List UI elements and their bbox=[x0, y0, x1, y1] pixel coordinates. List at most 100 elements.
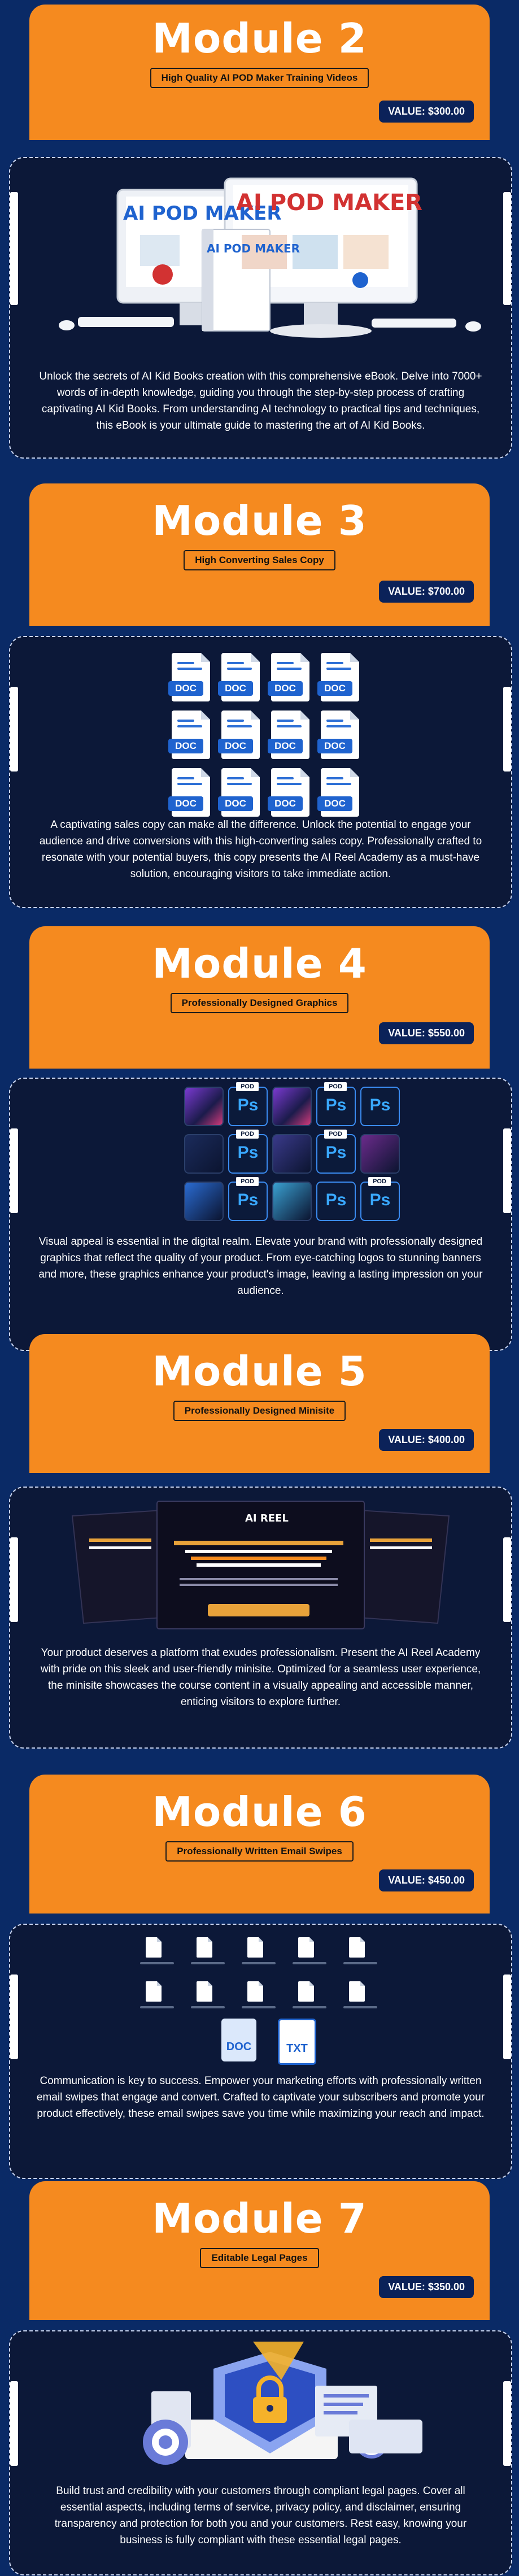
file-name-label bbox=[242, 2006, 276, 2008]
module-title: Module 6 bbox=[152, 1788, 367, 1836]
module-3-header: Module 3 High Converting Sales Copy VALU… bbox=[29, 483, 490, 626]
value-badge: VALUE: $700.00 bbox=[379, 581, 474, 603]
doc-file-icon: DOC bbox=[268, 653, 309, 701]
file-name-label bbox=[293, 1962, 326, 1964]
module-subtitle: High Quality AI POD Maker Training Video… bbox=[150, 68, 369, 88]
module-4-header: Module 4 Professionally Designed Graphic… bbox=[29, 926, 490, 1069]
module-description: A captivating sales copy can make all th… bbox=[39, 819, 482, 880]
graphic-preview-tile bbox=[184, 1182, 224, 1221]
email-file-icon bbox=[197, 1937, 212, 1958]
doc-file-icon: DOC bbox=[168, 653, 210, 701]
module-description: Communication is key to success. Empower… bbox=[36, 2075, 485, 2120]
mockup-box-text: AI POD MAKER bbox=[207, 242, 300, 255]
panel-side-bar bbox=[503, 1975, 511, 2059]
module-description: Your product deserves a platform that ex… bbox=[40, 1647, 481, 1708]
module-description: Unlock the secrets of AI Kid Books creat… bbox=[39, 371, 482, 431]
module-5-header: Module 5 Professionally Designed Minisit… bbox=[29, 1334, 490, 1473]
module-3-panel: DOC DOC DOC DOC DOC DOC DOC DOC DOC DOC … bbox=[9, 636, 512, 908]
photoshop-file-icon: Ps bbox=[228, 1134, 268, 1174]
email-file-icon bbox=[298, 1981, 314, 2002]
module-description: Visual appeal is essential in the digita… bbox=[38, 1236, 483, 1297]
email-file-icon bbox=[247, 1937, 263, 1958]
monitor-mockup-illustration bbox=[59, 177, 481, 338]
mockup-brand-text: AI POD MAKER bbox=[236, 190, 423, 216]
product-mockup-image: AI POD MAKER AI POD MAKER AI POD MAKER bbox=[10, 167, 511, 354]
graphic-preview-tile bbox=[272, 1134, 312, 1174]
email-file-icon bbox=[349, 1981, 365, 2002]
panel-side-bar bbox=[10, 687, 18, 772]
module-title: Module 2 bbox=[152, 15, 367, 62]
legal-pages-illustration bbox=[10, 2335, 511, 2476]
photoshop-file-icon: Ps bbox=[360, 1087, 400, 1126]
pod-tag: POD bbox=[236, 1177, 259, 1186]
module-2-panel: AI POD MAKER AI POD MAKER AI POD MAKER U… bbox=[9, 157, 512, 459]
module-6-header: Module 6 Professionally Written Email Sw… bbox=[29, 1775, 490, 1914]
photoshop-file-icon: Ps bbox=[360, 1182, 400, 1221]
module-4-panel: Ps Ps Ps POD POD Ps Ps POD POD Ps Ps Ps … bbox=[9, 1078, 512, 1351]
module-subtitle: Professionally Designed Minisite bbox=[173, 1401, 346, 1421]
panel-side-bar bbox=[503, 687, 511, 772]
module-7-panel: Build trust and credibility with your cu… bbox=[9, 2330, 512, 2575]
txt-file-icon: TXT bbox=[278, 2019, 316, 2065]
value-badge: VALUE: $300.00 bbox=[379, 101, 474, 123]
doc-file-icon: DOC bbox=[221, 2019, 256, 2061]
email-swipe-files: DOC TXT bbox=[10, 1925, 511, 2066]
file-name-label bbox=[242, 1962, 276, 1964]
doc-file-icon: DOC bbox=[218, 653, 260, 701]
module-description: Build trust and credibility with your cu… bbox=[54, 2485, 467, 2546]
photoshop-file-icon: Ps bbox=[316, 1182, 356, 1221]
doc-file-icon: DOC bbox=[317, 711, 359, 759]
pod-tag: POD bbox=[324, 1130, 347, 1139]
module-title: Module 7 bbox=[152, 2195, 367, 2242]
email-file-icon bbox=[197, 1981, 212, 2002]
panel-side-bar bbox=[10, 1537, 18, 1622]
email-file-icon bbox=[298, 1937, 314, 1958]
module-6-panel: DOC TXT Communication is key to success.… bbox=[9, 1924, 512, 2179]
module-5-panel: AI REEL Your product deserves a platform… bbox=[9, 1487, 512, 1749]
graphic-preview-tile bbox=[272, 1087, 312, 1126]
module-subtitle: Editable Legal Pages bbox=[200, 2248, 319, 2268]
file-name-label bbox=[140, 2006, 174, 2008]
email-file-icon bbox=[247, 1981, 263, 2002]
doc-file-icon: DOC bbox=[168, 711, 210, 759]
txt-file-label: TXT bbox=[286, 2042, 308, 2055]
pod-tag: POD bbox=[236, 1082, 259, 1091]
photoshop-file-icon: Ps bbox=[316, 1134, 356, 1174]
value-badge: VALUE: $450.00 bbox=[379, 1869, 474, 1891]
email-file-icon bbox=[146, 1981, 162, 2002]
panel-side-bar bbox=[10, 1128, 18, 1213]
pod-tag: POD bbox=[368, 1177, 391, 1186]
panel-side-bar bbox=[10, 192, 18, 305]
module-2-header: Module 2 High Quality AI POD Maker Train… bbox=[29, 5, 490, 140]
file-name-label bbox=[293, 2006, 326, 2008]
file-name-label bbox=[140, 1962, 174, 1964]
module-subtitle: Professionally Written Email Swipes bbox=[165, 1841, 354, 1862]
doc-file-icon: DOC bbox=[168, 768, 210, 817]
graphic-preview-tile bbox=[184, 1134, 224, 1174]
minisite-logo-text: AI REEL bbox=[245, 1513, 289, 1524]
doc-file-icon: DOC bbox=[218, 711, 260, 759]
panel-side-bar bbox=[10, 2381, 18, 2466]
module-title: Module 3 bbox=[152, 497, 367, 544]
file-name-label bbox=[191, 1962, 225, 1964]
pod-tag: POD bbox=[324, 1082, 347, 1091]
file-name-label bbox=[343, 2006, 377, 2008]
module-7-header: Module 7 Editable Legal Pages VALUE: $35… bbox=[29, 2181, 490, 2320]
graphic-preview-tile bbox=[184, 1087, 224, 1126]
module-title: Module 4 bbox=[152, 940, 367, 987]
minisite-mockup-image: AI REEL bbox=[10, 1493, 511, 1634]
file-name-label bbox=[191, 2006, 225, 2008]
module-subtitle: High Converting Sales Copy bbox=[184, 550, 335, 570]
graphic-preview-tile bbox=[360, 1134, 400, 1174]
email-file-icon bbox=[146, 1937, 162, 1958]
doc-file-icon: DOC bbox=[317, 653, 359, 701]
legal-shield-lock-icon bbox=[143, 2342, 422, 2465]
doc-file-icon: DOC bbox=[268, 768, 309, 817]
doc-file-icon: DOC bbox=[317, 768, 359, 817]
module-title: Module 5 bbox=[152, 1348, 367, 1395]
photoshop-file-icon: Ps bbox=[228, 1087, 268, 1126]
graphics-tile-grid: Ps Ps Ps POD POD Ps Ps POD POD Ps Ps Ps … bbox=[10, 1079, 511, 1237]
panel-side-bar bbox=[503, 2381, 511, 2466]
pod-tag: POD bbox=[236, 1130, 259, 1139]
